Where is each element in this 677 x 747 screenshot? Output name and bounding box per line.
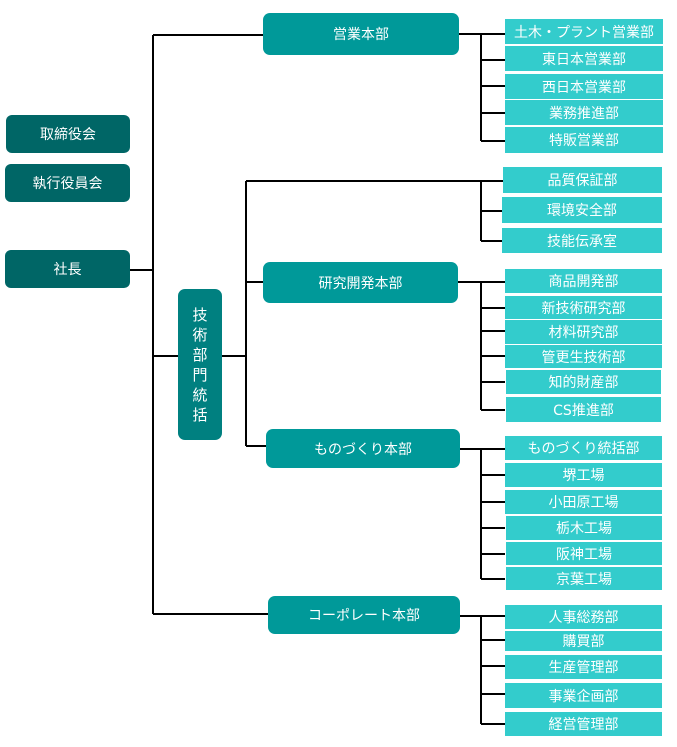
department-label: ものづくり統括部 [527, 441, 640, 457]
department-label: 東日本営業部 [542, 51, 626, 68]
department-box[interactable]: 東日本営業部 [505, 46, 663, 71]
department-box[interactable]: 環境安全部 [502, 197, 662, 223]
department-box[interactable]: 特販営業部 [505, 127, 663, 153]
department-label: 商品開発部 [548, 274, 619, 290]
board-of-directors-label: 取締役会 [40, 127, 96, 143]
department-label: 経営管理部 [548, 717, 619, 733]
department-box[interactable]: 業務推進部 [505, 100, 663, 125]
department-box[interactable]: 材料研究部 [505, 320, 662, 344]
executive-committee-box[interactable]: 執行役員会 [5, 164, 130, 202]
board-of-directors-box[interactable]: 取締役会 [6, 115, 130, 153]
department-label: 管更生技術部 [541, 349, 626, 366]
department-box[interactable]: 堺工場 [505, 463, 662, 487]
tech-division-char: 部 [192, 345, 208, 364]
department-box[interactable]: 生産管理部 [505, 655, 662, 679]
department-box[interactable]: ものづくり統括部 [505, 436, 662, 460]
department-label: 特販営業部 [549, 133, 619, 149]
tech-division-char: 統 [192, 385, 208, 404]
tech-division-box[interactable]: 技 術 部 門 統 括 [178, 289, 222, 440]
department-box[interactable]: 西日本営業部 [505, 74, 663, 99]
manufacturing-hq-box[interactable]: ものづくり本部 [266, 429, 460, 468]
department-label: 生産管理部 [548, 660, 619, 676]
department-box[interactable]: 経営管理部 [505, 712, 662, 736]
department-box[interactable]: CS推進部 [506, 397, 661, 422]
department-box[interactable]: 阪神工場 [506, 542, 662, 565]
department-label: 業務推進部 [549, 105, 619, 122]
department-label: 西日本営業部 [542, 79, 626, 96]
rnd-hq-box[interactable]: 研究開発本部 [263, 262, 458, 303]
department-label: 購買部 [562, 634, 605, 650]
tech-division-char: 技 [192, 305, 208, 324]
tech-division-char: 括 [192, 405, 208, 424]
department-box[interactable]: 知的財産部 [506, 370, 661, 394]
department-label: 人事総務部 [548, 610, 619, 626]
department-label: 小田原工場 [548, 495, 619, 511]
department-label: 知的財産部 [548, 375, 619, 391]
corporate-hq-label: コーポレート本部 [308, 608, 420, 624]
department-box[interactable]: 品質保証部 [503, 167, 662, 193]
sales-hq-label: 営業本部 [333, 27, 389, 43]
department-box[interactable]: 京葉工場 [506, 567, 662, 590]
department-label: 京葉工場 [556, 571, 612, 588]
department-label: 阪神工場 [556, 546, 612, 563]
manufacturing-hq-label: ものづくり本部 [314, 441, 412, 458]
department-box[interactable]: 購買部 [505, 631, 662, 651]
department-box[interactable]: 人事総務部 [505, 605, 662, 629]
department-label: 事業企画部 [548, 688, 619, 705]
department-box[interactable]: 商品開発部 [505, 269, 662, 293]
department-label: 技能伝承室 [547, 233, 617, 250]
tech-division-char: 門 [192, 365, 208, 384]
department-box[interactable]: 管更生技術部 [505, 345, 662, 368]
department-label: 新技術研究部 [541, 300, 626, 317]
department-label: 環境安全部 [547, 203, 617, 219]
department-label: 品質保証部 [547, 173, 618, 189]
rnd-hq-label: 研究開発本部 [318, 275, 403, 292]
department-box[interactable]: 技能伝承室 [502, 228, 662, 253]
department-label: 栃木工場 [556, 521, 612, 537]
department-box[interactable]: 土木・プラント営業部 [505, 19, 663, 44]
department-box[interactable]: 栃木工場 [506, 516, 662, 540]
department-label: CS推進部 [553, 402, 614, 419]
department-box[interactable]: 事業企画部 [505, 683, 662, 708]
tech-division-char: 術 [192, 325, 208, 344]
department-label: 土木・プラント営業部 [514, 24, 654, 41]
department-label: 材料研究部 [548, 325, 619, 341]
executive-committee-label: 執行役員会 [32, 176, 103, 192]
department-label: 堺工場 [562, 468, 605, 484]
president-box[interactable]: 社長 [5, 250, 130, 288]
department-box[interactable]: 新技術研究部 [505, 296, 662, 319]
sales-hq-box[interactable]: 営業本部 [263, 13, 459, 55]
president-label: 社長 [53, 262, 82, 278]
department-box[interactable]: 小田原工場 [505, 490, 662, 514]
corporate-hq-box[interactable]: コーポレート本部 [268, 596, 460, 634]
